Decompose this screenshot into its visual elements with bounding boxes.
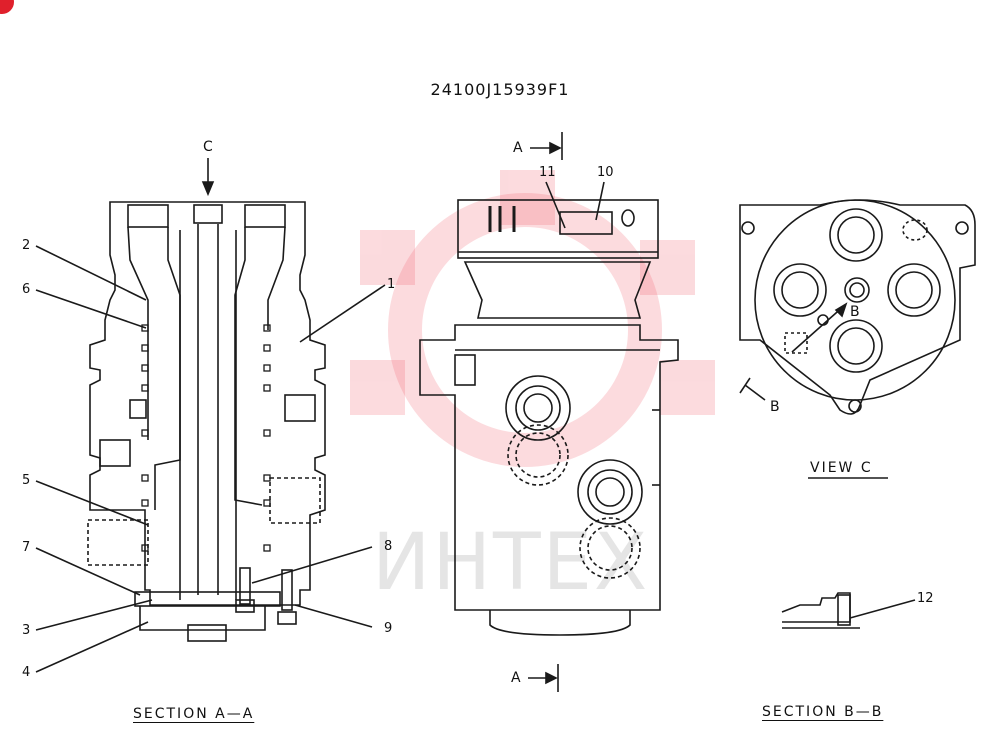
callout-10: 10 <box>597 165 614 180</box>
callout-12: 12 <box>917 591 934 606</box>
caption-view-c: VIEW C <box>810 460 873 476</box>
callout-2: 2 <box>22 238 31 253</box>
caption-section-aa: SECTION A—A <box>133 706 255 722</box>
callout-3: 3 <box>22 623 31 638</box>
callout-4: 4 <box>22 665 31 680</box>
callout-9: 9 <box>384 621 393 636</box>
section-bb-drawing <box>781 592 916 629</box>
callout-1: 1 <box>387 277 396 292</box>
view-marker-a-top: A <box>513 140 523 156</box>
view-c-drawing <box>739 199 976 479</box>
view-marker-c: C <box>203 139 213 155</box>
view-marker-b-outer: B <box>770 399 780 415</box>
caption-section-bb: SECTION B—B <box>762 704 884 720</box>
callout-7: 7 <box>22 540 31 555</box>
callout-5: 5 <box>22 473 31 488</box>
callout-11: 11 <box>539 165 556 180</box>
callout-6: 6 <box>22 282 31 297</box>
drawing-number: 24100J15939F1 <box>430 80 570 99</box>
watermark-text: ИНТЕХ <box>372 518 650 608</box>
view-marker-a-bottom: A <box>511 670 521 686</box>
side-view-drawing <box>419 132 679 692</box>
view-marker-b-inner: B <box>850 304 860 320</box>
section-aa-drawing <box>35 158 386 673</box>
callout-8: 8 <box>384 539 393 554</box>
